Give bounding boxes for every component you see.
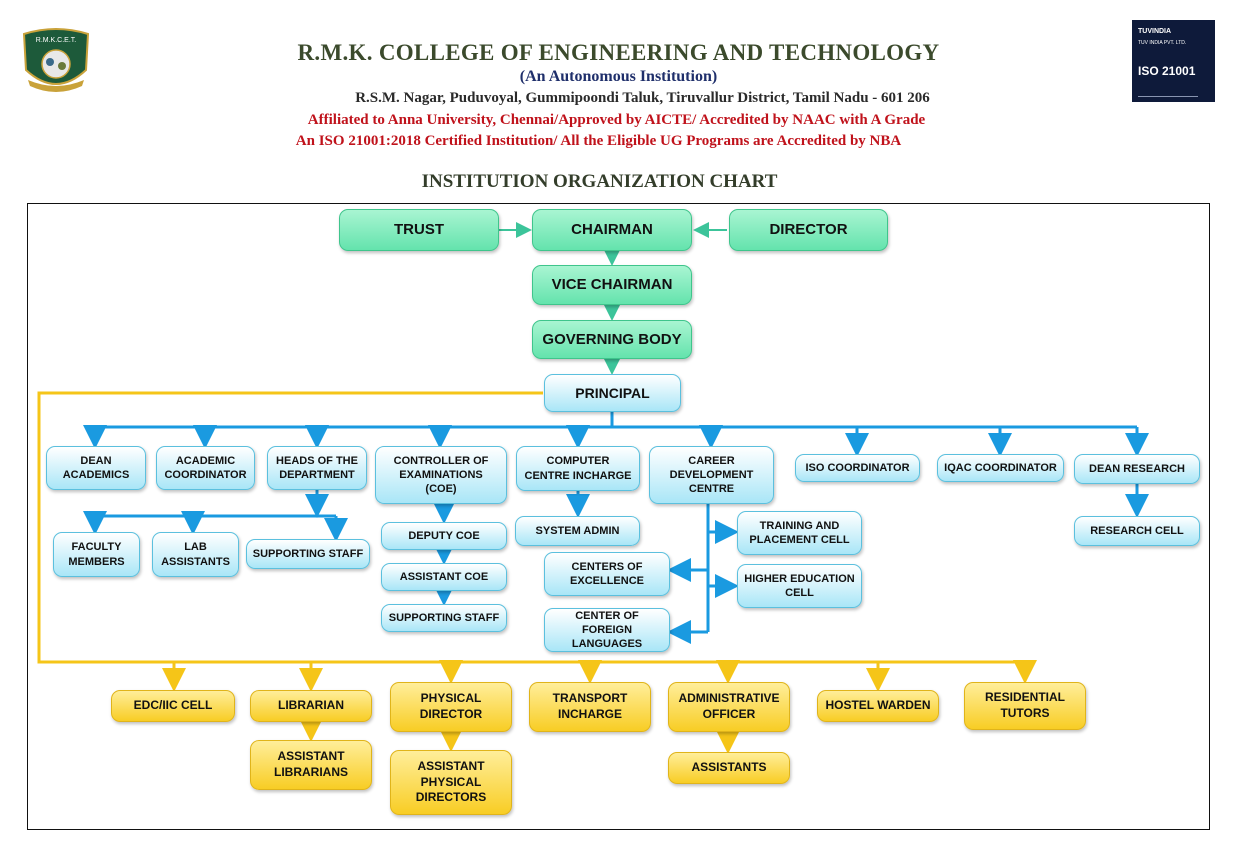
node-hostel-warden: HOSTEL WARDEN: [817, 690, 939, 722]
node-residential-tutors: RESIDENTIAL TUTORS: [964, 682, 1086, 730]
node-deputy-coe: DEPUTY COE: [381, 522, 507, 550]
node-chairman: CHAIRMAN: [532, 209, 692, 251]
node-assistant-physical-directors: ASSISTANT PHYSICAL DIRECTORS: [390, 750, 512, 815]
iso-certificate-badge: TUVINDIA TUV INDIA PVT. LTD. ISO 21001: [1132, 20, 1215, 102]
college-address: R.S.M. Nagar, Puduvoyal, Gummipoondi Tal…: [355, 90, 930, 106]
iso-accreditation-line: An ISO 21001:2018 Certified Institution/…: [295, 133, 902, 149]
node-center-foreign-languages: CENTER OF FOREIGN LANGUAGES: [544, 608, 670, 652]
affiliation-line: Affiliated to Anna University, Chennai/A…: [307, 112, 926, 128]
node-iqac-coordinator: IQAC COORDINATOR: [937, 454, 1064, 482]
logo-text: R.M.K.C.E.T.: [36, 37, 77, 44]
node-centers-of-excellence: CENTERS OF EXCELLENCE: [544, 552, 670, 596]
node-assistant-librarians: ASSISTANT LIBRARIANS: [250, 740, 372, 790]
chart-frame: [27, 203, 1210, 830]
node-higher-education: HIGHER EDUCATION CELL: [737, 564, 862, 608]
node-faculty-members: FACULTY MEMBERS: [53, 532, 140, 577]
node-librarian: LIBRARIAN: [250, 690, 372, 722]
node-assistants: ASSISTANTS: [668, 752, 790, 784]
node-career-development: CAREER DEVELOPMENT CENTRE: [649, 446, 774, 504]
node-coe: CONTROLLER OF EXAMINATIONS (COE): [375, 446, 507, 504]
node-edc-iic-cell: EDC/IIC CELL: [111, 690, 235, 722]
chart-title: INSTITUTION ORGANIZATION CHART: [421, 171, 778, 192]
college-subtitle: (An Autonomous Institution): [519, 68, 718, 85]
node-training-placement: TRAINING AND PLACEMENT CELL: [737, 511, 862, 555]
node-vice-chairman: VICE CHAIRMAN: [532, 265, 692, 305]
node-research-cell: RESEARCH CELL: [1074, 516, 1200, 546]
node-administrative-officer: ADMINISTRATIVE OFFICER: [668, 682, 790, 732]
node-principal: PRINCIPAL: [544, 374, 681, 412]
cert-company: TUV INDIA PVT. LTD.: [1138, 40, 1187, 46]
node-governing-body: GOVERNING BODY: [532, 320, 692, 359]
cert-brand: TUVINDIA: [1138, 28, 1172, 35]
college-title: R.M.K. COLLEGE OF ENGINEERING AND TECHNO…: [297, 40, 940, 65]
node-transport-incharge: TRANSPORT INCHARGE: [529, 682, 651, 732]
node-physical-director: PHYSICAL DIRECTOR: [390, 682, 512, 732]
node-director: DIRECTOR: [729, 209, 888, 251]
node-heads-of-department: HEADS OF THE DEPARTMENT: [267, 446, 367, 490]
node-dean-research: DEAN RESEARCH: [1074, 454, 1200, 484]
node-iso-coordinator: ISO COORDINATOR: [795, 454, 920, 482]
node-dean-academics: DEAN ACADEMICS: [46, 446, 146, 490]
node-computer-centre: COMPUTER CENTRE INCHARGE: [516, 446, 640, 491]
node-lab-assistants: LAB ASSISTANTS: [152, 532, 239, 577]
node-supporting-staff-hod: SUPPORTING STAFF: [246, 539, 370, 569]
node-assistant-coe: ASSISTANT COE: [381, 563, 507, 591]
cert-divider: [1138, 96, 1198, 97]
node-supporting-staff-coe: SUPPORTING STAFF: [381, 604, 507, 632]
node-system-admin: SYSTEM ADMIN: [515, 516, 640, 546]
node-trust: TRUST: [339, 209, 499, 251]
cert-standard: ISO 21001: [1138, 64, 1196, 78]
college-logo: R.M.K.C.E.T.: [22, 28, 90, 92]
node-academic-coordinator: ACADEMIC COORDINATOR: [156, 446, 255, 490]
